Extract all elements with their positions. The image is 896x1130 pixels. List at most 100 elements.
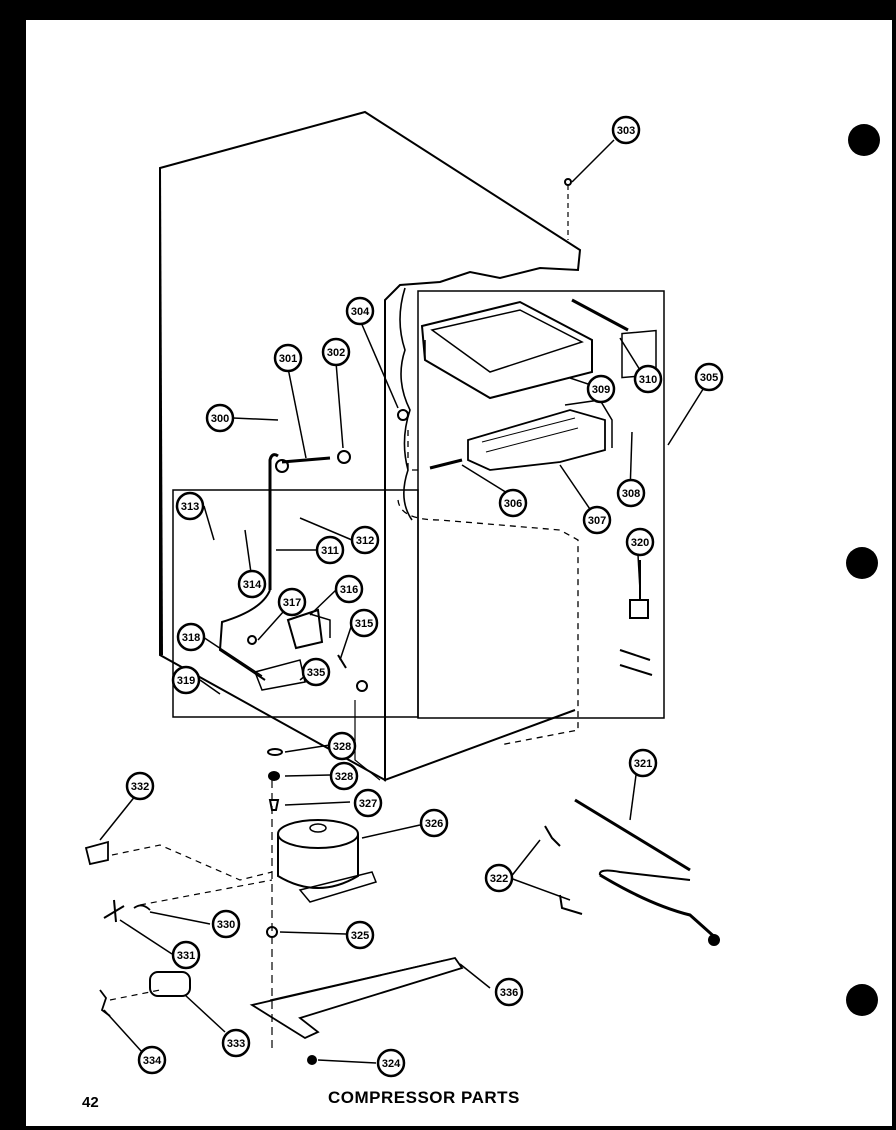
tube-311	[268, 453, 279, 590]
svg-text:328: 328	[333, 741, 351, 753]
svg-text:332: 332	[131, 781, 149, 793]
callout-332: 332	[125, 771, 155, 801]
callout-326: 326	[419, 808, 449, 838]
page-number: 42	[82, 1094, 99, 1111]
cabinet-outline	[159, 110, 582, 782]
svg-text:319: 319	[177, 675, 195, 687]
callout-328a: 328	[327, 731, 357, 761]
pin-306	[429, 458, 463, 470]
callout-321: 321	[628, 748, 658, 778]
cabinet-front-edge	[159, 167, 163, 656]
grommet-304	[397, 409, 409, 421]
svg-text:306: 306	[504, 498, 522, 510]
callout-306: 306	[498, 488, 528, 518]
callout-322: 322	[484, 863, 514, 893]
svg-text:324: 324	[382, 1058, 401, 1070]
callout-314: 314	[237, 569, 267, 599]
callout-331: 331	[171, 940, 201, 970]
svg-text:309: 309	[592, 384, 610, 396]
terminal-332	[84, 840, 109, 866]
svg-text:326: 326	[425, 818, 443, 830]
svg-text:316: 316	[340, 584, 358, 596]
callout-302: 302	[321, 337, 351, 367]
svg-text:304: 304	[351, 306, 370, 318]
svg-text:302: 302	[327, 347, 345, 359]
svg-text:328: 328	[335, 771, 353, 783]
callout-group: 303 304 301 302 300 305 310 309 308 306 …	[125, 115, 724, 1078]
page-title: COMPRESSOR PARTS	[328, 1088, 520, 1107]
svg-text:318: 318	[182, 632, 200, 644]
callout-305: 305	[694, 362, 724, 392]
callout-300: 300	[205, 403, 235, 433]
svg-text:334: 334	[143, 1055, 162, 1067]
callout-319: 319	[171, 665, 201, 695]
ice-bin	[420, 300, 593, 400]
ice-maker	[467, 409, 606, 471]
relay-316	[286, 608, 324, 650]
svg-text:335: 335	[307, 667, 325, 679]
callout-303: 303	[611, 115, 641, 145]
svg-text:333: 333	[227, 1038, 245, 1050]
svg-text:317: 317	[283, 597, 301, 609]
cabinet-right-wall	[384, 490, 576, 782]
svg-text:303: 303	[617, 125, 635, 137]
svg-text:300: 300	[211, 413, 229, 425]
svg-text:322: 322	[490, 873, 508, 885]
callout-320: 320	[625, 527, 655, 557]
svg-text:325: 325	[351, 930, 369, 942]
svg-text:305: 305	[700, 372, 718, 384]
svg-text:315: 315	[355, 618, 373, 630]
callout-313: 313	[175, 491, 205, 521]
callout-324: 324	[376, 1048, 406, 1078]
callout-309: 309	[586, 374, 616, 404]
screw-301	[281, 456, 331, 464]
svg-text:310: 310	[639, 374, 657, 386]
svg-text:313: 313	[181, 501, 199, 513]
callout-315: 315	[349, 608, 379, 638]
cabinet-wavy-cut	[399, 287, 413, 521]
callout-310: 310	[633, 364, 663, 394]
binder-hole-bottom	[846, 984, 878, 1016]
svg-text:311: 311	[321, 545, 339, 557]
svg-text:320: 320	[631, 537, 649, 549]
harness-321	[574, 798, 691, 872]
control-box	[172, 489, 419, 718]
washer-302	[337, 450, 351, 464]
callout-307: 307	[582, 505, 612, 535]
bracket-318	[253, 659, 306, 691]
compressor-base	[298, 871, 378, 903]
svg-text:307: 307	[588, 515, 606, 527]
callout-334: 334	[137, 1045, 167, 1075]
svg-text:301: 301	[279, 353, 297, 365]
nut-335	[356, 680, 368, 692]
callout-330: 330	[211, 909, 241, 939]
callout-328b: 328	[329, 761, 359, 791]
svg-text:321: 321	[634, 758, 652, 770]
svg-text:308: 308	[622, 488, 640, 500]
callout-317: 317	[277, 587, 307, 617]
svg-text:314: 314	[243, 579, 262, 591]
callout-318: 318	[176, 622, 206, 652]
callout-333: 333	[221, 1028, 251, 1058]
svg-text:330: 330	[217, 919, 235, 931]
svg-text:336: 336	[500, 987, 518, 999]
callout-311: 311	[315, 535, 345, 565]
binder-hole-top	[848, 124, 880, 156]
callout-316: 316	[334, 574, 364, 604]
callout-335: 335	[301, 657, 331, 687]
cord-330	[133, 904, 151, 911]
callout-336: 336	[494, 977, 524, 1007]
compressor-body	[277, 834, 359, 889]
valve-320	[629, 599, 649, 619]
callout-327: 327	[353, 788, 383, 818]
callout-301: 301	[273, 343, 303, 373]
page-background	[26, 20, 892, 1126]
callout-304: 304	[345, 296, 375, 326]
clip-331	[103, 899, 125, 923]
svg-text:331: 331	[177, 950, 195, 962]
clamp-322b	[559, 894, 583, 915]
svg-text:312: 312	[356, 535, 374, 547]
base-plate-336	[249, 956, 464, 1040]
callout-325: 325	[345, 920, 375, 950]
